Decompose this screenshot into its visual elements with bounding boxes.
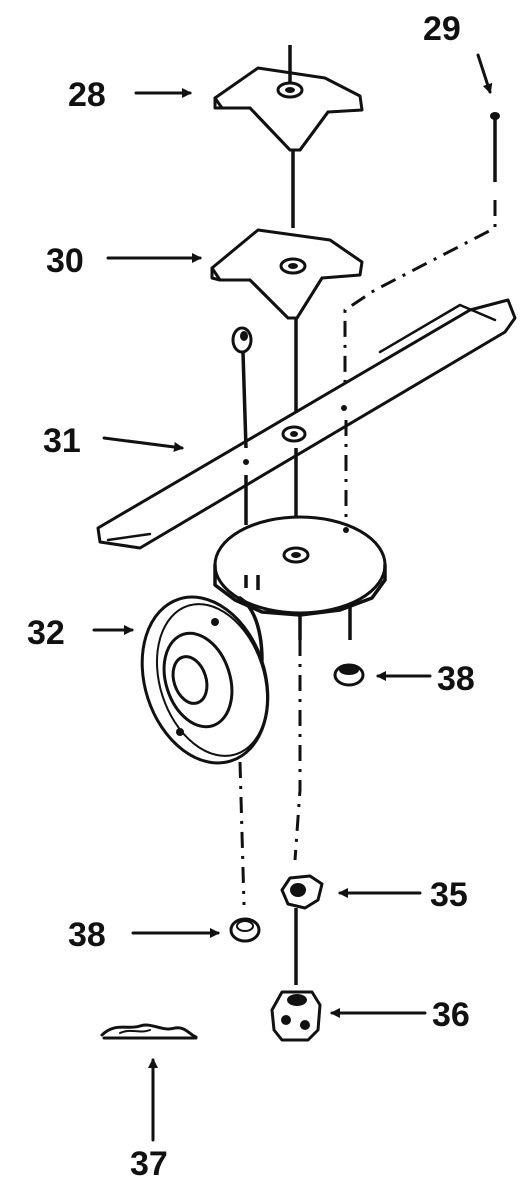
part-29-bolt (490, 112, 500, 182)
part-30-bracket (210, 228, 364, 320)
callout-28: 28 (68, 76, 106, 114)
alignment-line (343, 200, 497, 420)
part-36-nut (270, 990, 322, 1042)
part-38-nut-upper (333, 663, 365, 687)
callout-36: 36 (432, 996, 470, 1034)
callout-38-lower: 38 (68, 916, 106, 954)
part-37-key (100, 1023, 198, 1040)
callout-32: 32 (27, 614, 65, 652)
callout-29: 29 (423, 10, 461, 48)
callout-arrows (92, 53, 493, 1142)
alignment-line (293, 640, 302, 861)
alignment-line (238, 761, 246, 906)
part-31-blade (96, 298, 517, 550)
callout-31: 31 (43, 422, 81, 460)
part-38-nut-lower (229, 917, 261, 943)
part-28-bracket (213, 45, 364, 152)
callout-38-upper: 38 (437, 660, 475, 698)
callout-37: 37 (130, 1145, 168, 1183)
blade-bolt (231, 326, 253, 449)
part-32-pulley (140, 595, 270, 765)
callout-30: 30 (46, 242, 84, 280)
part-35-washer (280, 874, 324, 910)
callout-35: 35 (430, 876, 468, 914)
